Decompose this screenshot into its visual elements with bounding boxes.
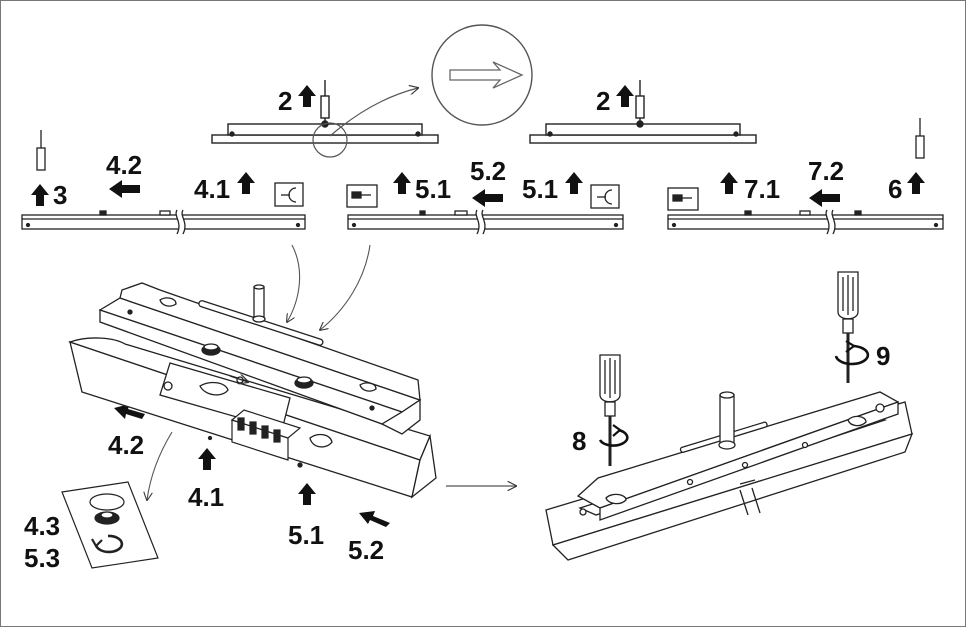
step-7-1-label: 7.1 (744, 174, 781, 204)
step-5-1-main-label: 5.1 (288, 520, 325, 550)
screwdriver-right-icon (837, 271, 859, 383)
mounting-bracket-left (98, 282, 422, 435)
step-4-3-label: 4.3 (24, 511, 61, 541)
luminaire-strip-right (667, 208, 944, 236)
step-arrows-up (31, 85, 925, 505)
direction-arrow-icon (449, 61, 524, 89)
step-4-1-top-label: 4.1 (194, 174, 231, 204)
screwdriver-left-icon (599, 354, 621, 466)
step-4-2-main-label: 4.2 (108, 430, 145, 460)
luminaire-strip-middle (347, 208, 624, 236)
ceiling-plate-right (529, 80, 757, 144)
step-5-1-a-label: 5.1 (415, 174, 452, 204)
step-7-2-label: 7.2 (808, 156, 845, 186)
detail-inset-screw (61, 481, 159, 569)
suspension-rod-right (718, 391, 736, 450)
rod-icon-left (36, 130, 46, 171)
step-5-3-label: 5.3 (24, 543, 61, 573)
callout-connector (329, 88, 418, 137)
guide-arrow-1 (287, 244, 301, 322)
guide-arrow-2 (320, 244, 371, 330)
connector-male-icon-1 (346, 184, 378, 208)
rotate-arrow-9-icon (834, 340, 870, 366)
step-3-label: 3 (53, 180, 68, 210)
step-2-right-label: 2 (596, 86, 611, 116)
connector-male-icon-2 (667, 187, 699, 211)
connector-female-icon-1 (274, 182, 304, 207)
step-4-1-main-label: 4.1 (188, 482, 225, 512)
step-5-1-b-label: 5.1 (522, 174, 559, 204)
step-5-2-main-label: 5.2 (348, 535, 385, 565)
detail-callout-large (431, 24, 533, 126)
step-5-2-top-label: 5.2 (470, 156, 507, 186)
terminal-block (230, 409, 302, 461)
rod-icon-right (915, 118, 925, 159)
step-6-label: 6 (888, 174, 903, 204)
connector-female-icon-2 (590, 184, 620, 209)
step-8-label: 8 (572, 426, 587, 456)
step-arrows-left (109, 180, 840, 527)
detail-callout-small (312, 122, 348, 158)
ceiling-plate-left (211, 80, 439, 144)
suspension-rod-left (252, 284, 266, 323)
step-9-label: 9 (876, 341, 891, 371)
guide-arrow-3 (147, 431, 173, 500)
mounting-bracket-right (576, 391, 900, 521)
rotate-arrow-8-icon (598, 424, 629, 447)
step-4-2-top-label: 4.2 (106, 150, 143, 180)
luminaire-strip-left (21, 208, 306, 236)
step-2-left-label: 2 (278, 86, 293, 116)
